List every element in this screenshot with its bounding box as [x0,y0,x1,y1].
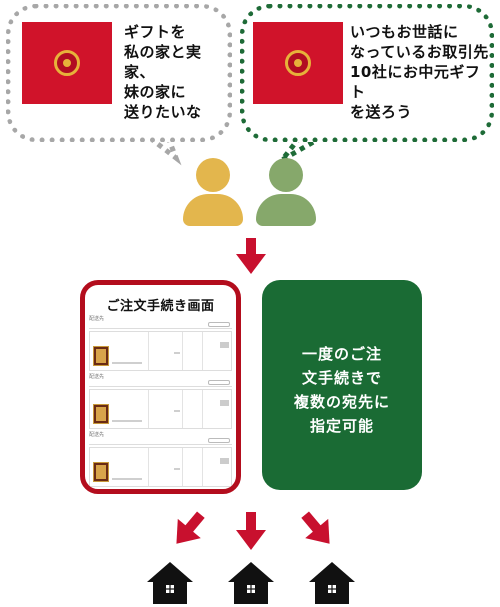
order-row: 配送先 [89,431,232,489]
down-right-arrow-icon [301,511,330,544]
row-label: 配送先 [89,316,105,322]
person-green-icon [256,158,316,226]
house-icon [228,562,274,604]
gift-box-icon [253,22,343,104]
row-label: 配送先 [89,374,105,380]
bubble-right-text: いつもお世話に なっているお取引先 10社にお中元ギフト を送ろう [350,23,489,121]
down-arrow-icon [236,512,266,550]
order-row: 配送先 [89,315,232,373]
house-icon [147,562,193,604]
order-screen-title: ご注文手続き画面 [106,299,215,314]
order-row: 配送先 [89,373,232,431]
bubble-left-text: ギフトを 私の家と実家、 妹の家に 送りたいな [124,23,202,121]
product-thumbnail [93,404,109,424]
product-thumbnail [93,462,109,482]
person-yellow-icon [183,158,243,226]
down-arrow-icon [236,238,266,274]
gift-box-icon [22,22,112,104]
row-label: 配送先 [89,432,105,438]
down-left-arrow-icon [176,511,205,544]
feature-panel: 一度のご注 文手続きで 複数の宛先に 指定可能 [262,280,422,490]
product-thumbnail [93,346,109,366]
feature-panel-text: 一度のご注 文手続きで 複数の宛先に 指定可能 [293,345,390,435]
order-screen-panel: ご注文手続き画面 配送先 配送先 配送先 [80,280,241,494]
house-icon [309,562,355,604]
